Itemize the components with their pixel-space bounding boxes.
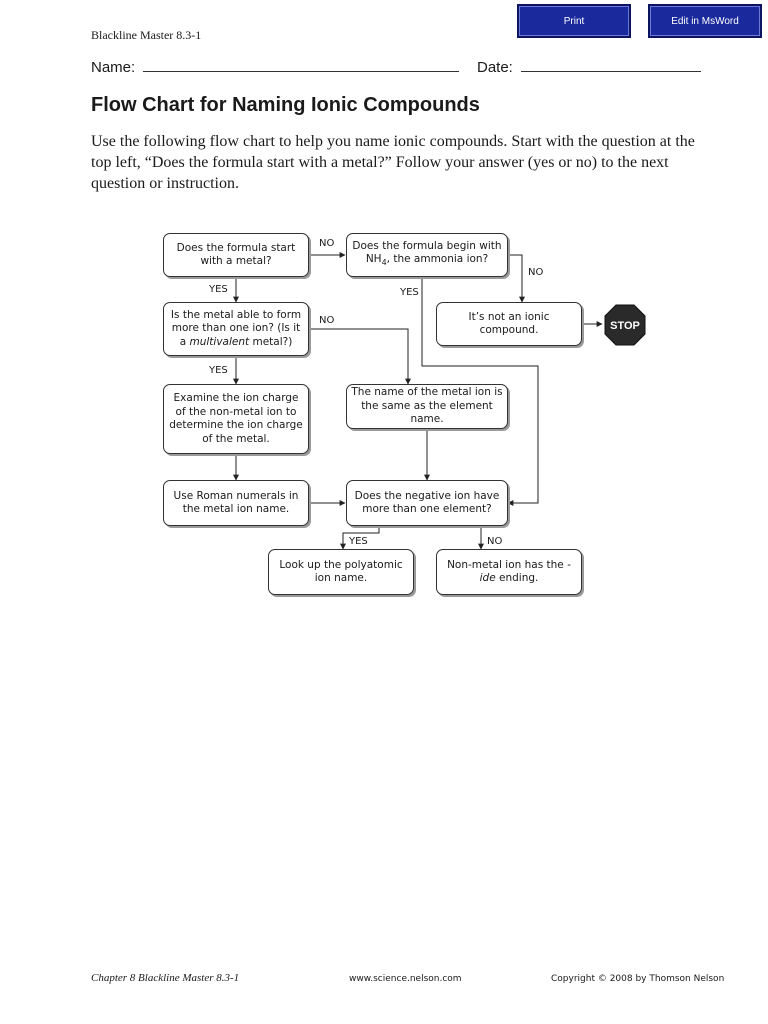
footer-website[interactable]: www.science.nelson.com: [349, 974, 462, 984]
stop-sign: STOP: [604, 304, 646, 346]
label-q2-no: NO: [528, 267, 544, 278]
box-polyatomic-text: Look up the polyatomic ion name.: [279, 558, 403, 585]
box-negative-ion-question: Does the negative ion have more than one…: [346, 480, 508, 526]
intro-paragraph: Use the following flow chart to help you…: [91, 133, 695, 192]
date-line: [520, 57, 701, 72]
label-q3-yes: YES: [209, 365, 228, 376]
box-polyatomic: Look up the polyatomic ion name.: [268, 549, 414, 595]
box-same-name-text: The name of the metal ion is the same as…: [351, 386, 503, 426]
footer-chapter: Chapter 8 Blackline Master 8.3-1: [91, 972, 240, 984]
arrow-q2-yes: [421, 277, 539, 506]
box-examine-charge: Examine the ion charge of the non-metal …: [163, 384, 309, 454]
box-not-ionic: It’s not an ionic compound.: [436, 302, 582, 346]
stop-sign-text: STOP: [610, 320, 640, 332]
label-q2-yes: YES: [400, 287, 419, 298]
page-title: Flow Chart for Naming Ionic Compounds: [91, 94, 480, 116]
date-field[interactable]: Date:: [477, 57, 701, 76]
box-negative-ion-text: Does the negative ion have more than one…: [354, 489, 500, 516]
name-label: Name:: [91, 59, 136, 76]
label-q1-no: NO: [319, 238, 335, 249]
box-not-ionic-text: It’s not an ionic compound.: [468, 310, 550, 337]
label-q4-no: NO: [487, 536, 503, 547]
blackline-master-label: Blackline Master 8.3-1: [91, 28, 202, 42]
arrow-q2-no: [508, 254, 525, 303]
box-starts-with-metal: Does the formula start with a metal?: [163, 233, 309, 277]
box-same-as-element: The name of the metal ion is the same as…: [346, 384, 508, 429]
box-multivalent-question: Is the metal able to form more than one …: [163, 302, 309, 356]
box-starts-with-metal-text: Does the formula start with a metal?: [176, 241, 296, 268]
box-ammonia-question: Does the formula begin with NH4, the amm…: [346, 233, 508, 277]
stop-sign-icon: STOP: [604, 304, 646, 346]
box-examine-text: Examine the ion charge of the non-metal …: [169, 392, 303, 445]
label-q1-yes: YES: [209, 284, 228, 295]
print-button[interactable]: Print: [517, 4, 631, 38]
name-field[interactable]: Name:: [91, 57, 460, 76]
box-ammonia-text: Does the formula begin with NH4, the amm…: [352, 239, 502, 268]
box-ide-ending: Non-metal ion has the -ide ending.: [436, 549, 582, 595]
date-label: Date:: [477, 59, 513, 76]
label-q4-yes: YES: [349, 536, 368, 547]
footer-copyright: Copyright © 2008 by Thomson Nelson: [551, 974, 725, 984]
name-line: [143, 57, 460, 72]
arrow-q3-no: [309, 328, 411, 385]
label-q3-no: NO: [319, 315, 335, 326]
arrow-q4-yes: [340, 526, 380, 550]
box-multivalent-text: Is the metal able to form more than one …: [170, 308, 302, 348]
edit-in-msword-button[interactable]: Edit in MsWord: [648, 4, 762, 38]
box-roman-numerals: Use Roman numerals in the metal ion name…: [163, 480, 309, 526]
box-ide-text: Non-metal ion has the -ide ending.: [447, 558, 571, 585]
box-roman-text: Use Roman numerals in the metal ion name…: [173, 489, 299, 516]
